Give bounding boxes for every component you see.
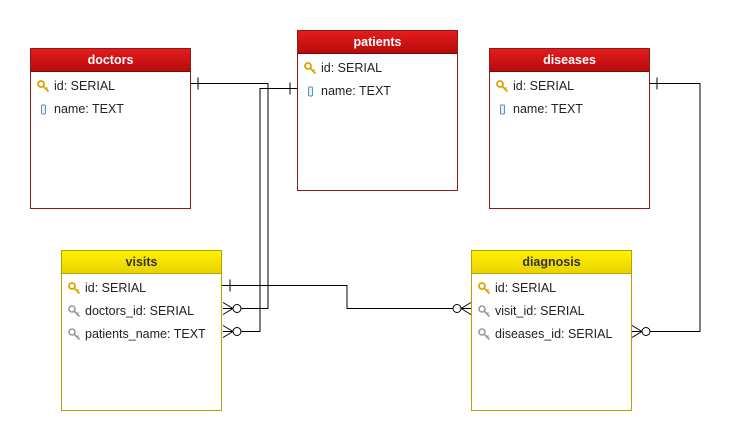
foreign-key-icon bbox=[478, 305, 491, 318]
many-marker-circle bbox=[232, 304, 242, 313]
field-label: diseases_id: SERIAL bbox=[495, 327, 613, 341]
field-row[interactable]: id: SERIAL bbox=[490, 75, 649, 98]
field-label: name: TEXT bbox=[321, 84, 391, 98]
table-diagnosis[interactable]: diagnosis id: SERIAL visit_id: SERIAL dise… bbox=[471, 250, 632, 411]
column-icon bbox=[37, 103, 50, 116]
field-row[interactable]: name: TEXT bbox=[31, 98, 190, 121]
field-row[interactable]: id: SERIAL bbox=[62, 277, 221, 300]
field-row[interactable]: name: TEXT bbox=[298, 80, 457, 103]
primary-key-icon bbox=[496, 80, 509, 93]
primary-key-icon bbox=[68, 282, 81, 295]
column-icon bbox=[496, 103, 509, 116]
field-row[interactable]: id: SERIAL bbox=[31, 75, 190, 98]
primary-key-icon bbox=[37, 80, 50, 93]
many-marker-circle bbox=[232, 327, 242, 336]
table-patients[interactable]: patients id: SERIAL name: TEXT bbox=[297, 30, 458, 191]
table-diseases[interactable]: diseases id: SERIAL name: TEXT bbox=[489, 48, 650, 209]
relationship-visits-diagnosis bbox=[222, 285, 471, 309]
many-marker-circle bbox=[452, 304, 462, 313]
field-row[interactable]: name: TEXT bbox=[490, 98, 649, 121]
field-label: patients_name: TEXT bbox=[85, 327, 206, 341]
field-row[interactable]: visit_id: SERIAL bbox=[472, 300, 631, 323]
many-marker-circle bbox=[641, 327, 651, 336]
primary-key-icon bbox=[304, 62, 317, 75]
table-header[interactable]: visits bbox=[62, 251, 221, 274]
field-label: name: TEXT bbox=[54, 102, 124, 116]
table-doctors[interactable]: doctors id: SERIAL name: TEXT bbox=[30, 48, 191, 209]
many-marker-crowfoot bbox=[460, 302, 472, 315]
field-row[interactable]: id: SERIAL bbox=[472, 277, 631, 300]
field-label: id: SERIAL bbox=[54, 79, 116, 93]
field-label: doctors_id: SERIAL bbox=[85, 304, 195, 318]
relationship-patients-visits bbox=[223, 88, 297, 332]
table-header[interactable]: diagnosis bbox=[472, 251, 631, 274]
foreign-key-icon bbox=[68, 305, 81, 318]
many-marker-crowfoot bbox=[222, 302, 234, 315]
foreign-key-icon bbox=[68, 328, 81, 341]
table-visits[interactable]: visits id: SERIAL doctors_id: SERIAL patie… bbox=[61, 250, 222, 411]
field-row[interactable]: diseases_id: SERIAL bbox=[472, 323, 631, 346]
many-marker-crowfoot bbox=[631, 325, 643, 338]
table-header[interactable]: diseases bbox=[490, 49, 649, 72]
field-label: visit_id: SERIAL bbox=[495, 304, 585, 318]
field-label: name: TEXT bbox=[513, 102, 583, 116]
field-row[interactable]: doctors_id: SERIAL bbox=[62, 300, 221, 323]
foreign-key-icon bbox=[478, 328, 491, 341]
table-header[interactable]: doctors bbox=[31, 49, 190, 72]
field-label: id: SERIAL bbox=[513, 79, 575, 93]
column-icon bbox=[304, 85, 317, 98]
field-label: id: SERIAL bbox=[321, 61, 383, 75]
field-row[interactable]: id: SERIAL bbox=[298, 57, 457, 80]
field-label: id: SERIAL bbox=[85, 281, 147, 295]
field-row[interactable]: patients_name: TEXT bbox=[62, 323, 221, 346]
primary-key-icon bbox=[478, 282, 491, 295]
table-header[interactable]: patients bbox=[298, 31, 457, 54]
many-marker-crowfoot bbox=[222, 325, 234, 338]
field-label: id: SERIAL bbox=[495, 281, 557, 295]
